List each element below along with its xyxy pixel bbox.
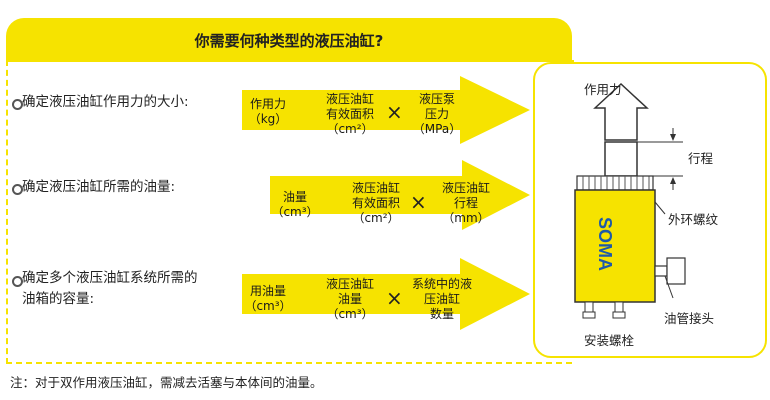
brand-logo: SOMA: [595, 217, 615, 271]
cylinder-body: [574, 189, 656, 303]
row-arrow-3: [242, 258, 530, 330]
title-text: 你需要何种类型的液压油缸?: [194, 31, 384, 50]
term-2-b: 液压油缸 行程 （mm）: [441, 181, 490, 225]
footnote: 注：对于双作用液压油缸，需减去活塞与本体间的油量。: [10, 375, 323, 390]
term-2-a: 液压油缸 有效面积 （cm²）: [351, 181, 400, 225]
force-arrow-icon: [593, 82, 649, 141]
row-arrow-1: [242, 76, 530, 144]
term-1-result: 作用力 （kg）: [248, 97, 288, 126]
cylinder-diagram: SOMA: [574, 82, 686, 319]
term-1-b: 液压泵 压力 （MPa）: [412, 92, 462, 136]
thread-label: 外环螺纹: [668, 212, 719, 227]
hose-fitting-icon: [666, 257, 686, 285]
hose-label: 油管接头: [664, 311, 715, 326]
term-2-result: 油量 （cm³）: [271, 190, 319, 219]
piston-rod: [604, 141, 638, 177]
row-arrow-2: [270, 160, 530, 230]
term-3-b: 系统中的液 压油缸 数量: [411, 277, 472, 321]
term-3-a: 液压油缸 油量 （cm³）: [325, 277, 374, 321]
stroke-label: 行程: [688, 151, 714, 166]
page-title: 你需要何种类型的液压油缸?: [6, 18, 572, 62]
bullet-icon: [12, 184, 23, 195]
times-icon: ×: [386, 286, 403, 310]
question-1: 确定液压油缸作用力的大小:: [22, 94, 189, 110]
term-1-a: 液压油缸 有效面积 （cm²）: [325, 92, 374, 136]
question-3: 确定多个液压油缸系统所需的 油箱的容量:: [22, 270, 198, 307]
bullet-icon: [12, 99, 23, 110]
times-icon: ×: [386, 100, 403, 124]
bullet-icon: [12, 276, 23, 287]
times-icon: ×: [410, 190, 427, 214]
term-3-result: 用油量 （cm³）: [244, 284, 292, 313]
hose-pointer: [664, 275, 674, 299]
thread-band: [576, 175, 654, 191]
force-label: 作用力: [584, 82, 622, 97]
bolt-label: 安装螺栓: [584, 333, 635, 348]
thread-pointer: [654, 201, 666, 215]
question-2: 确定液压油缸所需的油量:: [22, 179, 176, 195]
